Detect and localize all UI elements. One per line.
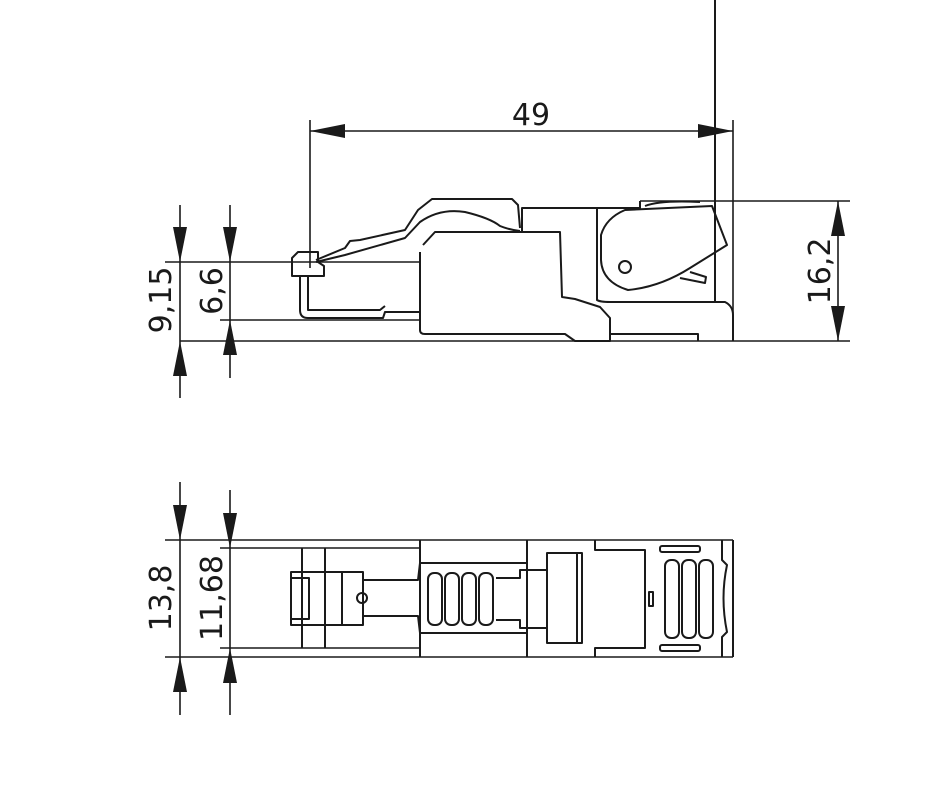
dimension-label-width: 13,8: [144, 565, 179, 632]
dimension-latch-height: 9,15: [144, 205, 420, 398]
connector-side-outline: [291, 0, 734, 342]
dimension-label-height: 16,2: [803, 238, 838, 305]
side-view: 49 16,2 9,15 6,6: [144, 0, 850, 398]
pivot-hole-icon: [618, 260, 632, 274]
dimension-plug-width: 11,68: [195, 490, 420, 715]
connector-top-outline: [290, 540, 734, 657]
dimension-length: 49: [309, 98, 734, 340]
dimension-width: 13,8: [144, 482, 733, 715]
dimension-plug-height: 6,6: [195, 205, 420, 378]
dimension-label-length: 49: [512, 98, 550, 133]
dimension-label-plug-height: 6,6: [195, 267, 230, 315]
dimension-height: 16,2: [180, 200, 850, 342]
dimension-label-latch-height: 9,15: [144, 267, 179, 334]
top-view: 13,8 11,68: [144, 482, 734, 715]
dimension-label-plug-width: 11,68: [195, 555, 230, 641]
